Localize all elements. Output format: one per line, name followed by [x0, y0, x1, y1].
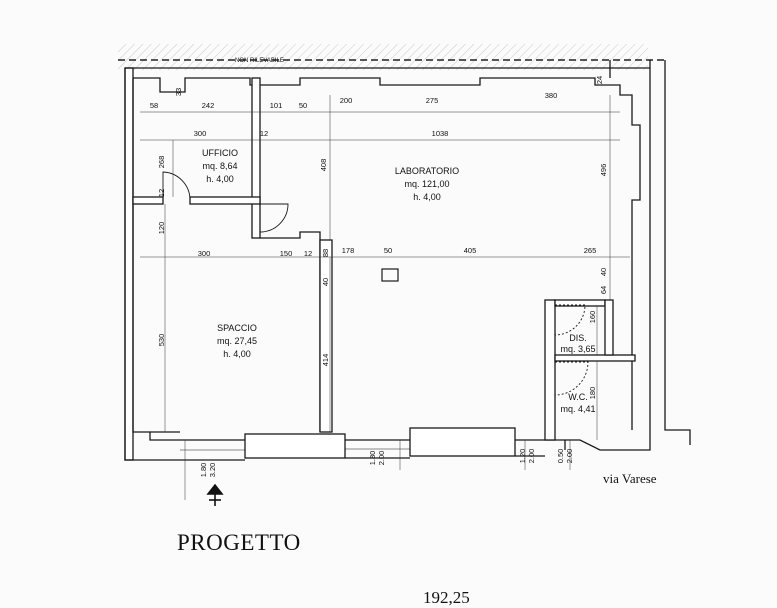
room-laboratorio: LABORATORIO mq. 121,00 h. 4,00 — [395, 166, 459, 202]
room-ufficio: UFFICIO mq. 8,64 h. 4,00 — [202, 148, 238, 184]
wc-area: mq. 4,41 — [560, 404, 595, 414]
dim-top-200: 200 — [340, 96, 353, 105]
dim-1038: 1038 — [432, 129, 449, 138]
street-label: via Varese — [603, 471, 657, 486]
opening-a1: 1.80 — [199, 463, 208, 478]
dim-top-242: 242 — [202, 101, 215, 110]
opening-a2: 3.20 — [208, 463, 217, 478]
dimension-lines — [140, 95, 630, 500]
dim-mid-405: 405 — [464, 246, 477, 255]
dim-64: 64 — [599, 286, 608, 294]
opening-c2: 2.00 — [527, 449, 536, 464]
interior-walls — [132, 77, 636, 441]
outer-walls — [124, 60, 691, 461]
non-surveyable-strip — [118, 44, 648, 70]
dim-33: 33 — [174, 88, 183, 96]
floor-drain — [381, 268, 399, 282]
dim-mid-150: 150 — [280, 249, 293, 258]
dim-mid-178: 178 — [342, 246, 355, 255]
opening-labels: 1.80 3.20 1.80 2.00 1.20 2.00 0.50 2.00 — [199, 449, 574, 478]
dim-160: 160 — [588, 311, 597, 324]
opening-b1: 1.80 — [368, 451, 377, 466]
entrance-arrow-icon — [206, 483, 224, 506]
spaccio-height: h. 4,00 — [223, 349, 251, 359]
opening-d2: 2.00 — [565, 449, 574, 464]
wc-name: W.C. — [568, 392, 588, 402]
dim-top-275: 275 — [426, 96, 439, 105]
header-note: NON RILEVABILE — [235, 58, 284, 64]
spaccio-area: mq. 27,45 — [217, 336, 257, 346]
dim-530: 530 — [157, 334, 166, 347]
dim-12-a: 12 — [260, 129, 268, 138]
dimension-labels: 58 242 101 50 200 275 380 33 300 12 1038… — [150, 76, 608, 399]
dim-180: 180 — [588, 387, 597, 400]
ufficio-name: UFFICIO — [202, 148, 238, 158]
dis-name: DIS. — [569, 333, 587, 343]
dim-mid-300: 300 — [198, 249, 211, 258]
dim-mid-265: 265 — [584, 246, 597, 255]
doors — [162, 171, 589, 396]
ufficio-height: h. 4,00 — [206, 174, 234, 184]
dim-mid-88: 88 — [321, 249, 330, 257]
dim-414: 414 — [321, 354, 330, 367]
room-wc: W.C. mq. 4,41 — [560, 392, 595, 414]
dim-120: 120 — [157, 222, 166, 235]
bottom-partial-text: 192,25 — [423, 588, 470, 607]
laboratorio-name: LABORATORIO — [395, 166, 459, 176]
opening-c1: 1.20 — [518, 449, 527, 464]
dim-408: 408 — [319, 159, 328, 172]
opening-b2: 2.00 — [377, 451, 386, 466]
dim-268: 268 — [157, 156, 166, 169]
laboratorio-height: h. 4,00 — [413, 192, 441, 202]
opening-d1: 0.50 — [556, 449, 565, 464]
laboratorio-area: mq. 121,00 — [404, 179, 449, 189]
dim-top-50: 50 — [299, 101, 307, 110]
spaccio-name: SPACCIO — [217, 323, 257, 333]
facade — [180, 427, 566, 461]
dim-496: 496 — [599, 164, 608, 177]
room-spaccio: SPACCIO mq. 27,45 h. 4,00 — [217, 323, 257, 359]
dim-40-b: 40 — [599, 268, 608, 276]
dim-300-top: 300 — [194, 129, 207, 138]
dim-top-380: 380 — [545, 91, 558, 100]
room-dis: DIS. mq. 3,65 — [560, 333, 595, 354]
dim-mid-50: 50 — [384, 246, 392, 255]
dim-12-b: 12 — [157, 189, 166, 197]
ufficio-area: mq. 8,64 — [202, 161, 237, 171]
dim-top-58: 58 — [150, 101, 158, 110]
dis-area: mq. 3,65 — [560, 344, 595, 354]
dim-top-101: 101 — [270, 101, 283, 110]
dim-24: 24 — [595, 76, 604, 84]
dim-40-a: 40 — [321, 278, 330, 286]
plan-title: PROGETTO — [177, 530, 301, 555]
dim-mid-12: 12 — [304, 249, 312, 258]
